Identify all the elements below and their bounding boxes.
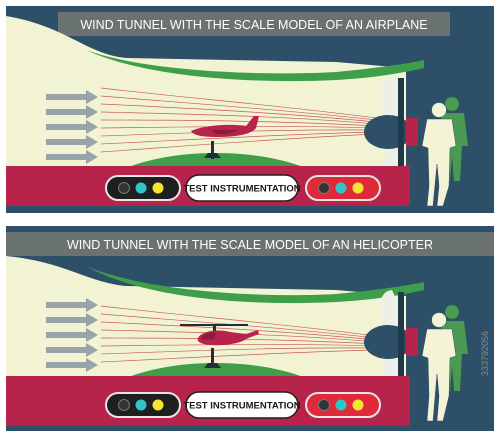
indicator-light-icon xyxy=(118,182,130,194)
stock-id: 333792056 xyxy=(480,331,490,376)
person-icon xyxy=(421,312,457,422)
indicator-light-icon xyxy=(318,182,330,194)
indicator-light-icon xyxy=(352,182,364,194)
test-instrumentation-button[interactable] xyxy=(185,174,299,202)
model-stand xyxy=(211,348,214,368)
title-bar xyxy=(58,12,450,36)
indicator-light-icon xyxy=(335,182,347,194)
indicator-light-icon xyxy=(152,182,164,194)
model-stand xyxy=(211,141,214,159)
wind-arrow-icon xyxy=(46,328,98,342)
wind-arrow-icon xyxy=(46,150,98,164)
wind-arrow-icon xyxy=(46,90,98,104)
indicator-light-icon xyxy=(118,399,130,411)
helicopter-wind-tunnel-diagram: WIND TUNNEL WITH THE SCALE MODEL OF AN H… xyxy=(6,226,494,431)
wind-arrow-icon xyxy=(46,343,98,357)
airplane-wind-tunnel-diagram: WIND TUNNEL WITH THE SCALE MODEL OF AN A… xyxy=(6,6,494,213)
panel-title: WIND TUNNEL WITH THE SCALE MODEL OF AN H… xyxy=(67,238,433,252)
helicopter-model-icon xyxy=(180,324,259,346)
wind-arrows xyxy=(46,298,98,372)
test-instrumentation-label: TEST INSTRUMENTATION xyxy=(183,401,300,412)
indicator-light-icon xyxy=(352,399,364,411)
test-instrumentation-label: TEST INSTRUMENTATION xyxy=(183,184,300,195)
tunnel-upper-wall xyxy=(86,50,424,82)
wind-arrow-icon xyxy=(46,358,98,372)
tunnel-floor-mount xyxy=(126,363,306,378)
person-icon xyxy=(421,102,457,207)
airplane-model-icon xyxy=(191,116,259,137)
wind-arrows xyxy=(46,90,98,164)
helicopter-wind-tunnel-panel: WIND TUNNEL WITH THE SCALE MODEL OF AN H… xyxy=(6,226,494,431)
indicator-light-icon xyxy=(135,182,147,194)
wind-arrow-icon xyxy=(46,105,98,119)
test-instrumentation-button[interactable] xyxy=(185,391,299,419)
tunnel-floor-mount xyxy=(126,153,306,168)
wind-arrow-icon xyxy=(46,120,98,134)
panel-title: WIND TUNNEL WITH THE SCALE MODEL OF AN A… xyxy=(80,18,427,32)
indicator-light-icon xyxy=(135,399,147,411)
wind-arrow-icon xyxy=(46,135,98,149)
airflow-region xyxy=(6,16,406,166)
indicator-light-icon xyxy=(335,399,347,411)
tunnel-upper-wall xyxy=(86,266,424,304)
indicator-light-icon xyxy=(152,399,164,411)
indicator-light-icon xyxy=(318,399,330,411)
airplane-wind-tunnel-panel: WIND TUNNEL WITH THE SCALE MODEL OF AN A… xyxy=(6,6,494,213)
title-bar xyxy=(6,232,494,256)
propeller-icon xyxy=(364,290,418,396)
wind-arrow-icon xyxy=(46,298,98,312)
wind-arrow-icon xyxy=(46,313,98,327)
